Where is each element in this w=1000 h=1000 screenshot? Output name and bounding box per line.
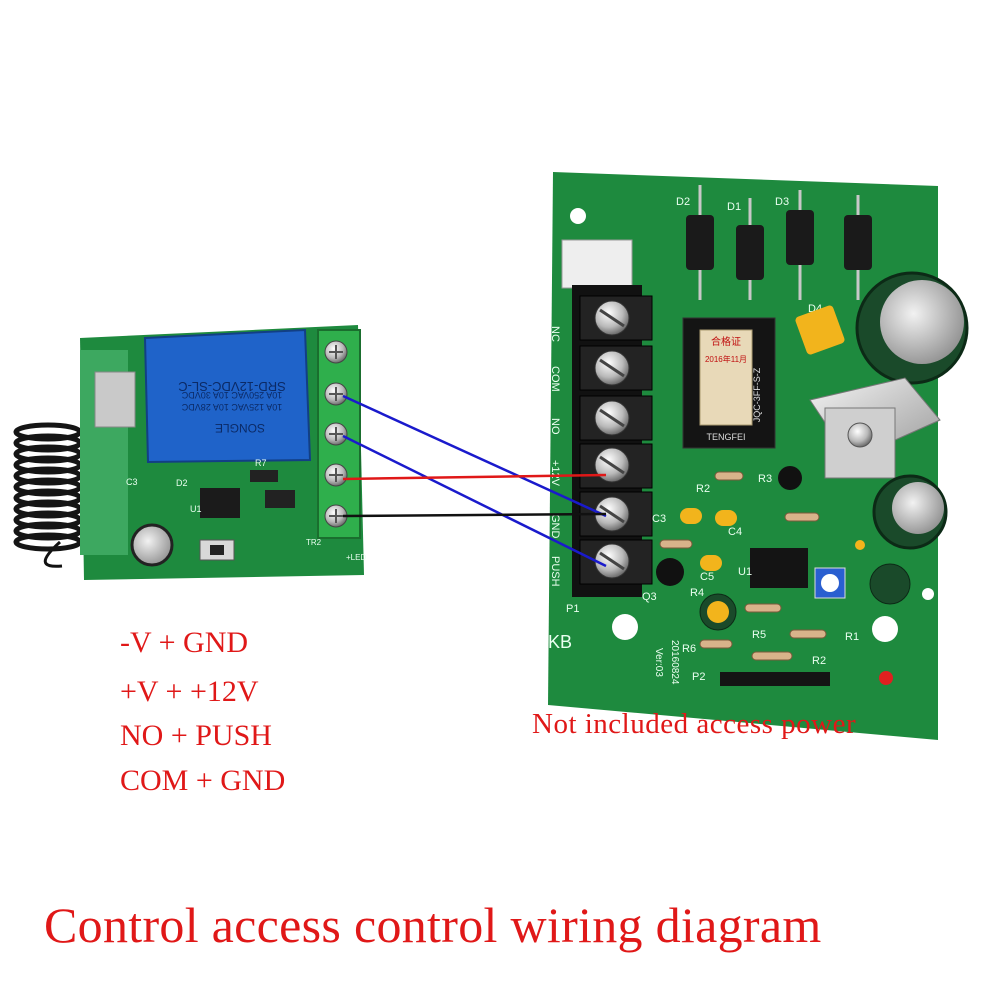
wire-black-v-minus <box>342 512 607 518</box>
legend-line-4: COM + GND <box>120 764 286 797</box>
silk-p2-board: P2 <box>692 671 705 683</box>
relay-cert-text: 合格证 <box>711 335 741 348</box>
silk-r4-board: R4 <box>690 587 704 599</box>
receiver-terminal-screws <box>324 340 348 528</box>
access-power-board: D2 D1 D3 D4 合格证 2016年11月 TENGFEI JQC-3FF… <box>548 172 969 740</box>
board-terminal-screws <box>594 300 630 579</box>
relay-date-text: 2016年11月 <box>705 354 747 364</box>
silk-r1-board: R1 <box>845 631 859 643</box>
terminal-label-nc: NC <box>549 326 561 342</box>
silk-r2-board: R2 <box>696 483 710 495</box>
wire-red-v-plus <box>342 473 607 481</box>
legend-line-3: NO + PUSH <box>120 719 272 752</box>
silk-r7: R7 <box>255 458 267 468</box>
antenna-coil <box>13 422 83 568</box>
silk-u1-board: U1 <box>738 566 752 578</box>
silk-r3-board: R3 <box>758 473 772 485</box>
board-transistor <box>778 466 802 490</box>
terminal-label-com: COM <box>549 366 561 392</box>
silk-d2: D2 <box>176 478 188 488</box>
relay-rating-text-1: 10A 250VAC 10A 30VDC <box>181 390 282 400</box>
legend-line-1: -V + GND <box>120 626 249 659</box>
not-included-note: Not included access power <box>532 708 857 740</box>
yellow-film-capacitor <box>795 305 845 355</box>
diagram-title: Control access control wiring diagram <box>44 897 822 953</box>
board-ic-chip <box>750 548 808 588</box>
receiver-capacitor <box>130 523 174 567</box>
header-pins <box>720 672 830 686</box>
terminal-label-no: NO <box>549 418 561 435</box>
silk-r5-board: R5 <box>752 629 766 641</box>
silk-c5-board: C5 <box>700 571 714 583</box>
silk-c3-board: C3 <box>652 513 666 525</box>
relay-brand-text: SONGLE <box>215 421 265 435</box>
rectifier-diodes <box>686 185 872 300</box>
crystal-oscillator <box>94 371 136 428</box>
silk-c3: C3 <box>126 477 138 487</box>
silk-d2-board: D2 <box>676 196 690 208</box>
relay: SRD-12VDC-SL-C 10A 250VAC 10A 30VDC 10A … <box>143 328 312 464</box>
silk-date-board: 20160824 <box>669 640 680 685</box>
receiver-ic-chip <box>200 488 240 518</box>
power-led <box>879 671 893 685</box>
silk-r6-board: R6 <box>682 643 696 655</box>
terminal-label-gnd: GND <box>549 514 561 539</box>
wire-blue-com-gnd <box>342 434 607 568</box>
silk-c4-board: C4 <box>728 526 742 538</box>
silk-d1-board: D1 <box>727 201 741 213</box>
silk-p1-board: P1 <box>566 603 579 615</box>
silk-r2b-board: R2 <box>812 655 826 667</box>
silk-q3-board: Q3 <box>642 591 657 603</box>
silk-d3-board: D3 <box>775 196 789 208</box>
receiver-resistor <box>250 470 278 482</box>
relay-rating-text-2: 10A 125VAC 10A 28VDC <box>181 402 282 412</box>
wires <box>342 394 607 568</box>
relay-model-text: SRD-12VDC-SL-C <box>178 379 286 394</box>
silk-led: +LED <box>346 553 366 562</box>
silk-kb-board: KB <box>548 632 572 652</box>
board-relay: 合格证 2016年11月 TENGFEI JQC-3FF-S-Z <box>682 317 776 449</box>
relay-brand-text-board: TENGFEI <box>706 432 745 442</box>
board-resistors <box>659 471 827 661</box>
receiver-transistor <box>265 490 295 508</box>
wire-blue-no-push <box>342 394 607 518</box>
silk-u1: U1 <box>190 504 202 514</box>
legend-line-2: +V + +12V <box>120 675 259 708</box>
board-transistor-2 <box>656 558 684 586</box>
terminal-label-12v: +12V <box>549 460 561 487</box>
power-input-connector <box>561 239 633 289</box>
silk-version-board: Ver:03 <box>653 648 664 677</box>
silk-tr2: TR2 <box>306 538 322 547</box>
terminal-label-push: PUSH <box>549 556 561 587</box>
receiver-module: SRD-12VDC-SL-C 10A 250VAC 10A 30VDC 10A … <box>80 325 366 580</box>
relay-part-text: JQC-3FF-S-Z <box>752 367 762 422</box>
